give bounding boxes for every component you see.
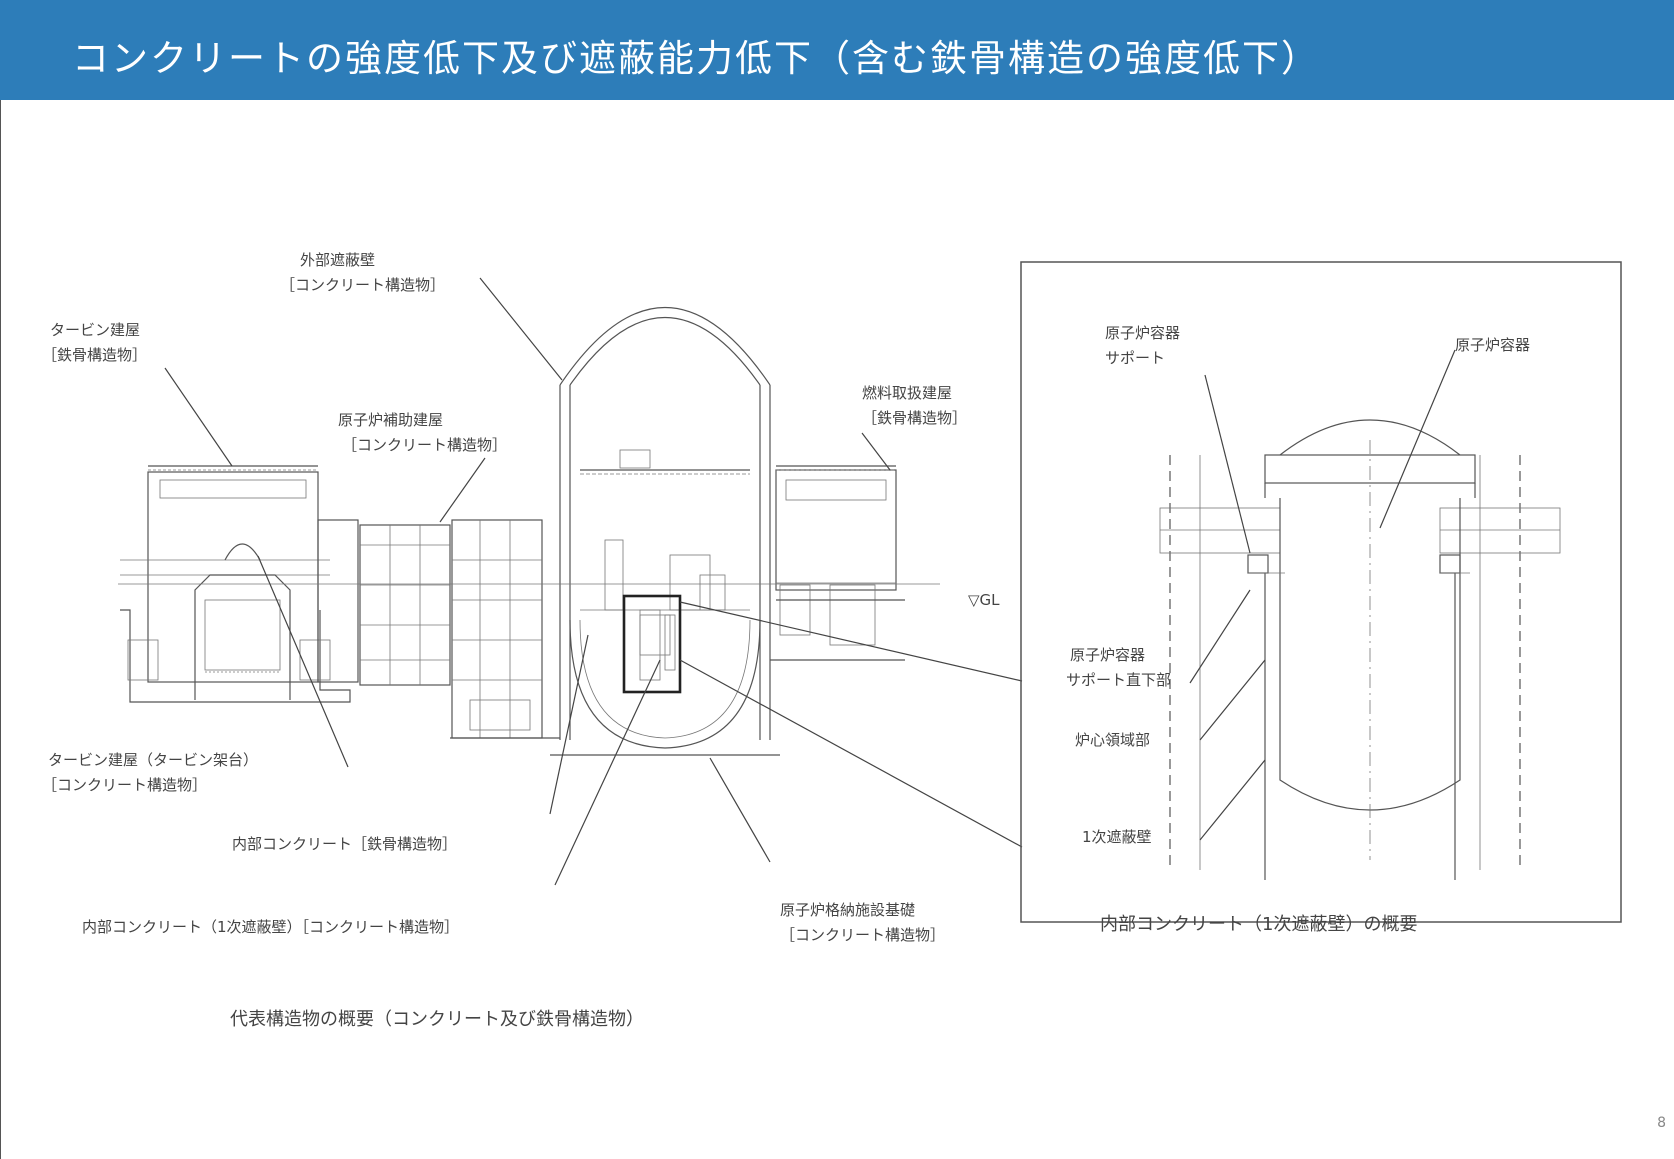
svg-text:サポート: サポート	[1105, 349, 1165, 367]
header-bar: コンクリートの強度低下及び遮蔽能力低下（含む鉄骨構造の強度低下）	[0, 0, 1674, 100]
detail-drawing	[1159, 419, 1561, 880]
auxiliary-building-shape	[317, 519, 560, 739]
svg-text:サポート直下部: サポート直下部	[1066, 671, 1171, 689]
main-pointers	[164, 277, 1023, 886]
label-turbine-pedestal: タービン建屋（タービン架台） ［コンクリート構造物］	[42, 751, 258, 794]
svg-text:［コンクリート構造物］: ［コンクリート構造物］	[342, 436, 507, 454]
svg-text:［コンクリート構造物］: ［コンクリート構造物］	[780, 926, 945, 944]
page-number: 8	[1657, 1115, 1666, 1131]
svg-text:［鉄骨構造物］: ［鉄骨構造物］	[862, 409, 967, 427]
label-support-under: 原子炉容器 サポート直下部	[1066, 646, 1171, 689]
svg-text:原子炉補助建屋: 原子炉補助建屋	[338, 411, 443, 429]
main-caption: 代表構造物の概要（コンクリート及び鉄骨構造物）	[230, 1009, 644, 1030]
turbine-building-shape	[120, 465, 351, 703]
label-core-region: 炉心領域部	[1075, 731, 1150, 749]
label-inner-concrete-primary: 内部コンクリート（1次遮蔽壁）［コンクリート構造物］	[82, 918, 459, 936]
svg-text:［鉄骨構造物］: ［鉄骨構造物］	[42, 346, 147, 364]
main-section-drawing	[118, 306, 940, 756]
label-outer-shield: 外部遮蔽壁 ［コンクリート構造物］	[280, 251, 445, 294]
svg-text:外部遮蔽壁: 外部遮蔽壁	[300, 251, 375, 269]
label-vessel-support: 原子炉容器 サポート	[1105, 324, 1180, 367]
label-containment-base: 原子炉格納施設基礎 ［コンクリート構造物］	[780, 901, 945, 944]
label-auxiliary-building: 原子炉補助建屋 ［コンクリート構造物］	[338, 411, 507, 454]
detail-frame	[1020, 261, 1622, 923]
page-title: コンクリートの強度低下及び遮蔽能力低下（含む鉄骨構造の強度低下）	[72, 37, 1320, 80]
page-frame	[0, 100, 1674, 1159]
svg-text:タービン建屋: タービン建屋	[50, 321, 140, 339]
svg-text:［コンクリート構造物］: ［コンクリート構造物］	[280, 276, 445, 294]
svg-text:原子炉容器: 原子炉容器	[1105, 324, 1180, 342]
label-ground-level: ▽GL	[968, 591, 1000, 609]
containment-building-shape	[550, 306, 780, 756]
label-inner-concrete-steel: 内部コンクリート［鉄骨構造物］	[232, 835, 457, 853]
svg-text:原子炉格納施設基礎: 原子炉格納施設基礎	[780, 901, 915, 919]
label-turbine-building: タービン建屋 ［鉄骨構造物］	[42, 321, 147, 364]
svg-text:タービン建屋（タービン架台）: タービン建屋（タービン架台）	[48, 751, 258, 769]
svg-text:［コンクリート構造物］: ［コンクリート構造物］	[42, 776, 207, 794]
detail-caption: 内部コンクリート（1次遮蔽壁）の概要	[1100, 914, 1417, 935]
svg-text:燃料取扱建屋: 燃料取扱建屋	[862, 384, 952, 402]
label-reactor-vessel: 原子炉容器	[1455, 336, 1530, 354]
label-fuel-building: 燃料取扱建屋 ［鉄骨構造物］	[862, 384, 967, 427]
fuel-building-shape	[770, 465, 905, 661]
detail-pointers	[1189, 349, 1456, 841]
label-primary-shield: 1次遮蔽壁	[1082, 828, 1152, 846]
svg-text:原子炉容器: 原子炉容器	[1070, 646, 1145, 664]
